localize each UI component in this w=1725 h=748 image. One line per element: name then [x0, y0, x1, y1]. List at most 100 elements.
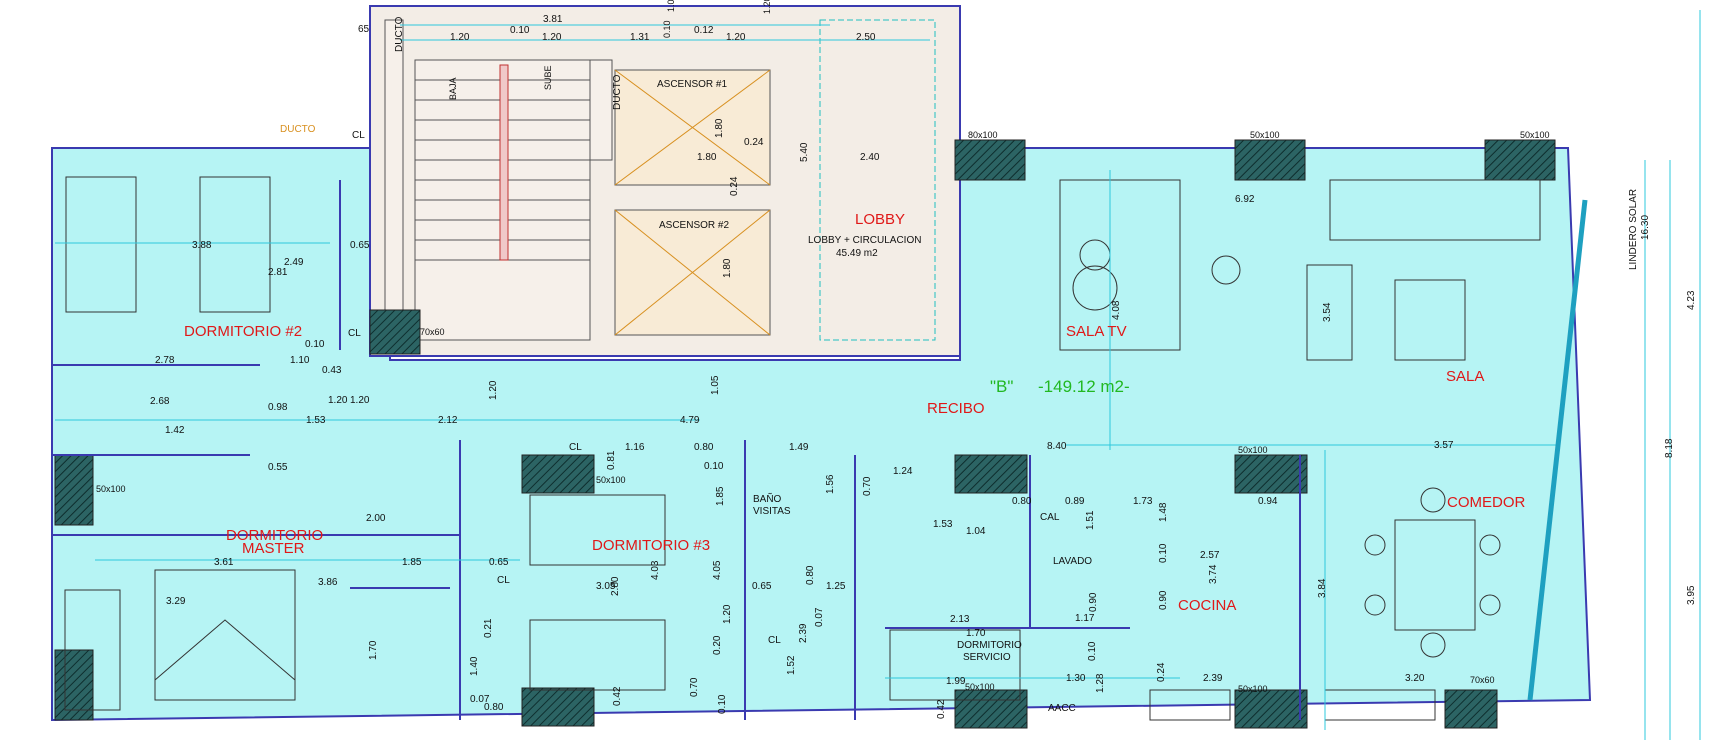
room-servicio-2: SERVICIO: [963, 652, 1011, 663]
dim-3-57: 3.57: [1434, 440, 1454, 451]
column-size-9: 50x100: [1238, 684, 1268, 694]
dim-1-99: 1.99: [946, 676, 966, 687]
heater-label: CAL: [1040, 512, 1060, 523]
dim-0-24-b: 0.24: [729, 176, 740, 196]
dim-2-39-a: 2.39: [798, 623, 809, 643]
room-cocina: COCINA: [1178, 597, 1236, 614]
dim-1-20-c: 1.20: [762, 0, 772, 14]
dim-6-92: 6.92: [1235, 194, 1255, 205]
room-dormitorio-master-1: DORMITORIO: [226, 527, 323, 544]
dim-0-10-c: 0.10: [305, 339, 325, 350]
room-servicio-1: DORMITORIO: [957, 640, 1022, 651]
elevator-2-label: ASCENSOR #2: [659, 220, 729, 231]
dim-1-80-c: 1.80: [722, 258, 733, 278]
column-size-5: 50x100: [96, 484, 126, 494]
dim-0-90-b: 0.90: [1158, 590, 1169, 610]
dim-1-25: 1.25: [826, 581, 846, 592]
column-size-3: 50x100: [1520, 130, 1550, 140]
dim-1-20-e: 1.20: [328, 395, 348, 406]
dim-2-50: 2.50: [856, 32, 876, 43]
dim-1-73: 1.73: [1133, 496, 1153, 507]
lindero-value: 16.30: [1640, 215, 1651, 240]
dim-4-23: 4.23: [1686, 290, 1697, 310]
dim-3-20: 3.20: [1405, 673, 1425, 684]
dim-0-94: 0.94: [1258, 496, 1278, 507]
ducto-label-2: DUCTO: [612, 74, 623, 110]
dim-0-65-c: 0.65: [752, 581, 772, 592]
dim-0-10-e: 0.10: [1158, 543, 1169, 563]
dim-1-20-b: 1.20: [542, 32, 562, 43]
room-dormitorio-3: DORMITORIO #3: [592, 537, 710, 554]
furniture: [64, 176, 1541, 721]
room-bano-1: BAÑO: [753, 492, 782, 505]
column-size-4: 70x60: [420, 327, 445, 337]
dim-1-20-h: 1.20: [722, 604, 733, 624]
dim-2-81: 2.81: [268, 267, 288, 278]
dim-1-16: 1.16: [625, 442, 645, 453]
dim-2-57: 2.57: [1200, 550, 1220, 561]
structural-columns: [54, 139, 1556, 729]
dim-8-40: 8.40: [1047, 441, 1067, 452]
dim-0-80-c: 0.80: [1012, 496, 1032, 507]
room-bano-2: VISITAS: [753, 506, 791, 517]
dim-1-51: 1.51: [1085, 510, 1096, 530]
dim-3-88: 3.88: [192, 240, 212, 251]
misc-labels: DUCTO DUCTO DUCTO CL CL CL CL CL BAJA SU…: [96, 16, 1651, 694]
dim-1-20-d: 1.20: [726, 32, 746, 43]
dim-0-70-a: 0.70: [862, 476, 873, 496]
dim-0-70-b: 0.70: [689, 677, 700, 697]
unit-code: "B": [990, 377, 1013, 396]
dim-4-79: 4.79: [680, 415, 700, 426]
column-size-8: 50x100: [965, 682, 995, 692]
dim-2-78: 2.78: [155, 355, 175, 366]
dim-2-80: 2.80: [610, 576, 621, 596]
dimension-labels: 3.81 65 1.20 0.10 1.20 1.31 1.00 0.10 0.…: [150, 0, 1697, 719]
room-dormitorio-2: DORMITORIO #2: [184, 323, 302, 340]
dim-0-42-a: 0.42: [612, 686, 623, 706]
stair-up-label: SUBE: [543, 65, 553, 90]
dim-4-05: 4.05: [712, 560, 723, 580]
lobby-area: 45.49 m2: [836, 248, 878, 259]
dim-0-10-d: 0.10: [704, 461, 724, 472]
dim-1-70-a: 1.70: [368, 640, 379, 660]
dim-2-13: 2.13: [950, 614, 970, 625]
dim-1-53-b: 1.53: [933, 519, 953, 530]
column-size-2: 50x100: [1250, 130, 1280, 140]
dim-3-84: 3.84: [1317, 578, 1328, 598]
dim-65: 65: [358, 24, 370, 35]
elevator-1-label: ASCENSOR #1: [657, 79, 727, 90]
room-lavado: LAVADO: [1053, 556, 1092, 567]
dim-3-86: 3.86: [318, 577, 338, 588]
exterior-glazing: [1527, 199, 1588, 701]
dim-1-30: 1.30: [1066, 673, 1086, 684]
ducto-label-3: DUCTO: [280, 124, 316, 135]
dim-2-39-b: 2.39: [1203, 673, 1223, 684]
column-size-7: 50x100: [1238, 445, 1268, 455]
dim-3-29: 3.29: [166, 596, 186, 607]
dim-1-00: 1.00: [666, 0, 676, 12]
room-recibo: RECIBO: [927, 400, 985, 417]
dim-0-81: 0.81: [606, 450, 617, 470]
dim-1-17: 1.17: [1075, 613, 1095, 624]
dim-0-24-a: 0.24: [744, 137, 764, 148]
dim-0-10-a: 0.10: [510, 25, 530, 36]
dim-4-08: 4.08: [1111, 300, 1122, 320]
dim-3-54: 3.54: [1322, 302, 1333, 322]
dim-4-03: 4.03: [650, 560, 661, 580]
dim-0-10-g: 0.10: [1087, 641, 1098, 661]
room-lobby: LOBBY: [855, 211, 905, 228]
dim-1-49: 1.49: [789, 442, 809, 453]
unit-area: -149.12 m2-: [1038, 377, 1130, 396]
dim-5-40: 5.40: [799, 142, 810, 162]
column-size-10: 70x60: [1470, 675, 1495, 685]
dim-1-56: 1.56: [825, 474, 836, 494]
dim-1-80-b: 1.80: [697, 152, 717, 163]
dim-0-80-d: 0.80: [484, 702, 504, 713]
dim-1-31: 1.31: [630, 32, 650, 43]
dim-0-07-a: 0.07: [470, 694, 490, 705]
dim-1-70-b: 1.70: [966, 628, 986, 639]
lobby-subtitle: LOBBY + CIRCULACION: [808, 235, 921, 246]
dim-3-95: 3.95: [1686, 585, 1697, 605]
room-comedor: COMEDOR: [1447, 494, 1526, 511]
